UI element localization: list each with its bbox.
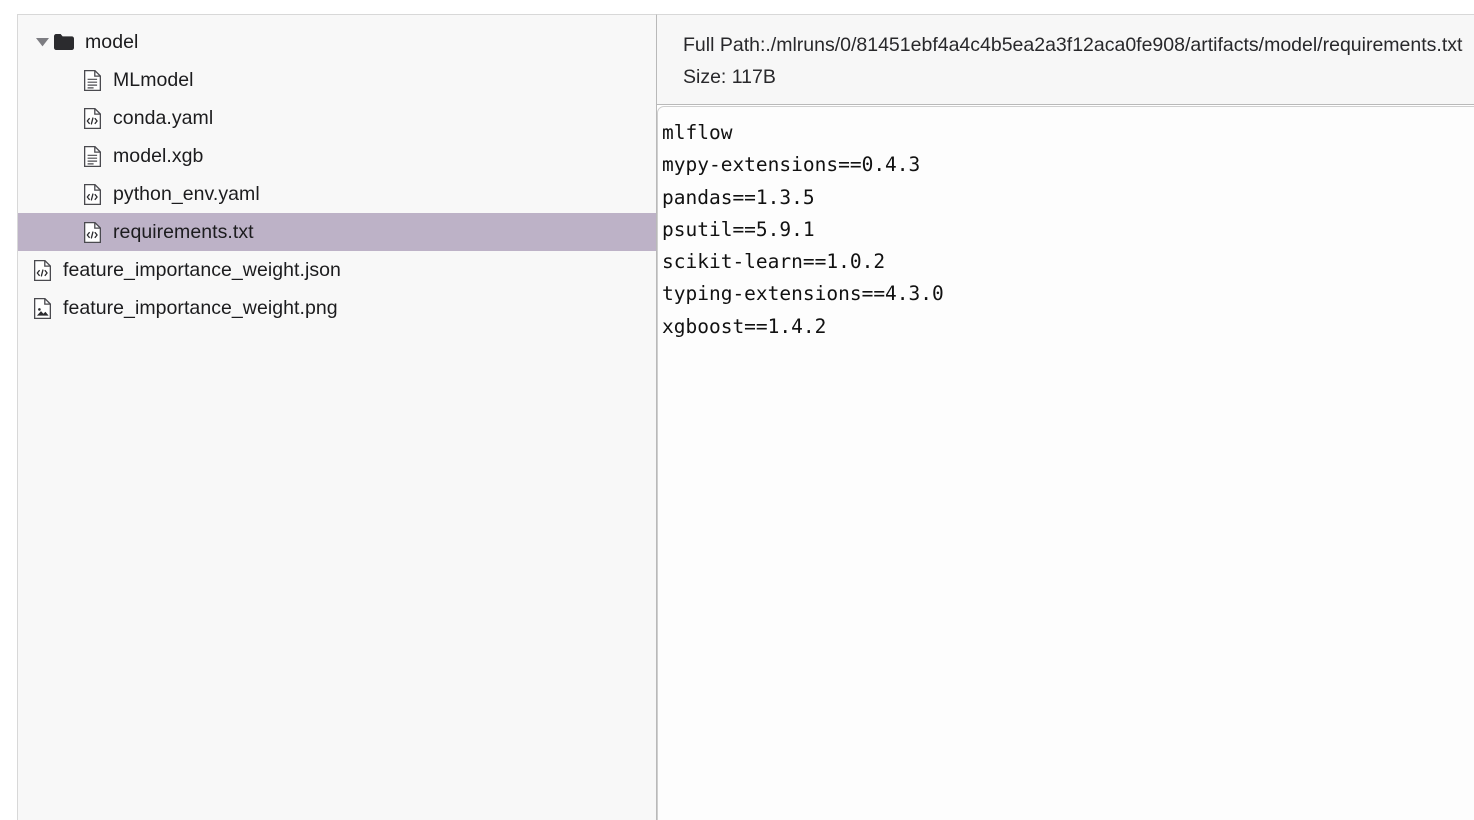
- code-file-icon: [81, 221, 103, 243]
- document-icon: [81, 145, 103, 167]
- file-tree-row-label: MLmodel: [113, 68, 194, 91]
- full-path-label: Full Path:: [683, 34, 766, 56]
- size-value: 117B: [731, 66, 776, 88]
- file-tree-row-label: feature_importance_weight.json: [63, 258, 341, 281]
- size-label: Size:: [683, 66, 727, 88]
- code-file-icon: [31, 259, 53, 281]
- artifact-detail-panel: Full Path:./mlruns/0/81451ebf4a4c4b5ea2a…: [657, 14, 1474, 820]
- file-tree-row-label: conda.yaml: [113, 106, 214, 129]
- chevron-down-icon[interactable]: [31, 37, 53, 47]
- file-tree-row[interactable]: python_env.yaml: [18, 175, 656, 213]
- file-tree-row-label: python_env.yaml: [113, 182, 260, 205]
- file-tree-row[interactable]: model: [18, 23, 656, 61]
- file-tree-row[interactable]: requirements.txt: [18, 213, 656, 251]
- file-tree-row[interactable]: MLmodel: [18, 61, 656, 99]
- code-file-icon: [81, 107, 103, 129]
- file-tree-row[interactable]: model.xgb: [18, 137, 656, 175]
- file-tree-row[interactable]: feature_importance_weight.png: [18, 289, 656, 327]
- full-path-line: Full Path:./mlruns/0/81451ebf4a4c4b5ea2a…: [683, 29, 1474, 61]
- image-file-icon: [31, 297, 53, 319]
- file-content-text: mlflow mypy-extensions==0.4.3 pandas==1.…: [662, 121, 944, 338]
- file-tree-row-label: requirements.txt: [113, 220, 254, 243]
- file-tree-row[interactable]: conda.yaml: [18, 99, 656, 137]
- document-icon: [81, 69, 103, 91]
- code-file-icon: [81, 183, 103, 205]
- size-line: Size: 117B: [683, 61, 1474, 93]
- file-content-viewer[interactable]: mlflow mypy-extensions==0.4.3 pandas==1.…: [657, 106, 1474, 820]
- folder-icon: [53, 34, 75, 50]
- file-tree-row-label: model.xgb: [113, 144, 204, 167]
- artifact-meta-header: Full Path:./mlruns/0/81451ebf4a4c4b5ea2a…: [657, 14, 1474, 105]
- file-tree-row[interactable]: feature_importance_weight.json: [18, 251, 656, 289]
- file-tree-row-label: feature_importance_weight.png: [63, 296, 338, 319]
- file-tree-row-label: model: [85, 30, 139, 53]
- full-path-value: ./mlruns/0/81451ebf4a4c4b5ea2a3f12aca0fe…: [765, 34, 1463, 56]
